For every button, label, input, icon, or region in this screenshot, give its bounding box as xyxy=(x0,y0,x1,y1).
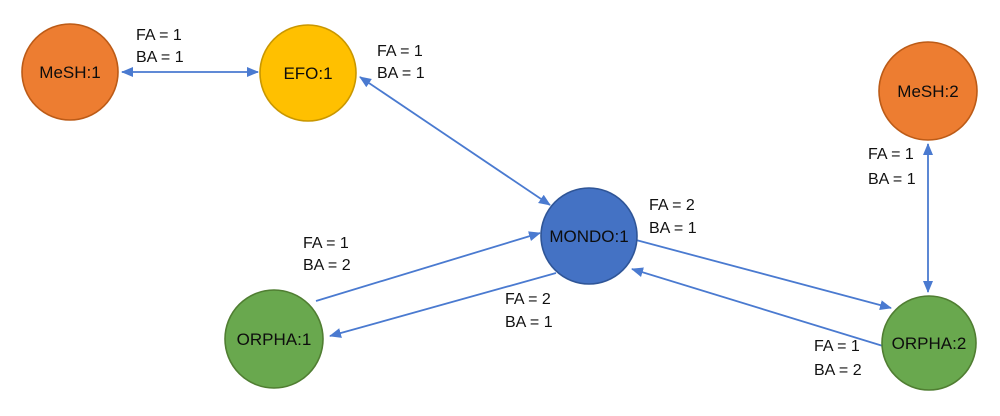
edge-orpha2-mondo1 xyxy=(631,267,884,347)
node-mesh2: MeSH:2 xyxy=(878,41,978,141)
edge-label-fa: FA = 1 xyxy=(814,338,860,355)
node-orpha1-circle xyxy=(224,289,324,389)
node-orpha2-label: ORPHA:2 xyxy=(892,334,967,353)
node-orpha1-label: ORPHA:1 xyxy=(237,330,312,349)
edge-label-fa: FA = 2 xyxy=(505,291,551,308)
node-mondo1-label: MONDO:1 xyxy=(549,227,628,246)
edge-efo1-mondo1 xyxy=(359,76,551,206)
edge-label-fa: FA = 1 xyxy=(303,235,349,252)
node-mondo1-circle xyxy=(540,187,638,285)
edge-labels: FA = 1 BA = 1 FA = 1 BA = 1 FA = 1 BA = … xyxy=(136,27,916,379)
node-orpha1: ORPHA:1 xyxy=(224,289,324,389)
edge-label-fa: FA = 1 xyxy=(377,43,423,60)
node-efo1-circle xyxy=(259,24,357,122)
node-mesh1-label: MeSH:1 xyxy=(39,63,100,82)
node-orpha2: ORPHA:2 xyxy=(881,295,977,391)
edge-orpha1-mondo1 xyxy=(315,231,541,302)
node-mesh1: MeSH:1 xyxy=(21,23,119,121)
node-mesh1-circle xyxy=(21,23,119,121)
edge-mondo1-orpha2 xyxy=(635,239,892,310)
node-mesh2-circle xyxy=(878,41,978,141)
edge-label-fa: FA = 2 xyxy=(649,197,695,214)
edge-mondo1-orpha1 xyxy=(329,272,557,338)
edge-label-fa: FA = 1 xyxy=(868,146,914,163)
node-mondo1: MONDO:1 xyxy=(540,187,638,285)
edge-label-ba: BA = 2 xyxy=(303,257,351,274)
edge-label-ba: BA = 1 xyxy=(649,220,697,237)
edge-label-ba: BA = 1 xyxy=(377,65,425,82)
edge-label-ba: BA = 1 xyxy=(505,314,553,331)
node-mesh2-label: MeSH:2 xyxy=(897,82,958,101)
nodes: MeSH:1 EFO:1 MONDO:1 ORPHA:1 MeSH:2 ORPH xyxy=(21,23,978,391)
edge-label-ba: BA = 1 xyxy=(868,171,916,188)
edge-label-fa: FA = 1 xyxy=(136,27,182,44)
edge-label-ba: BA = 1 xyxy=(136,49,184,66)
node-efo1: EFO:1 xyxy=(259,24,357,122)
edge-lines xyxy=(121,67,933,347)
node-orpha2-circle xyxy=(881,295,977,391)
node-efo1-label: EFO:1 xyxy=(283,64,332,83)
edge-label-ba: BA = 2 xyxy=(814,362,862,379)
